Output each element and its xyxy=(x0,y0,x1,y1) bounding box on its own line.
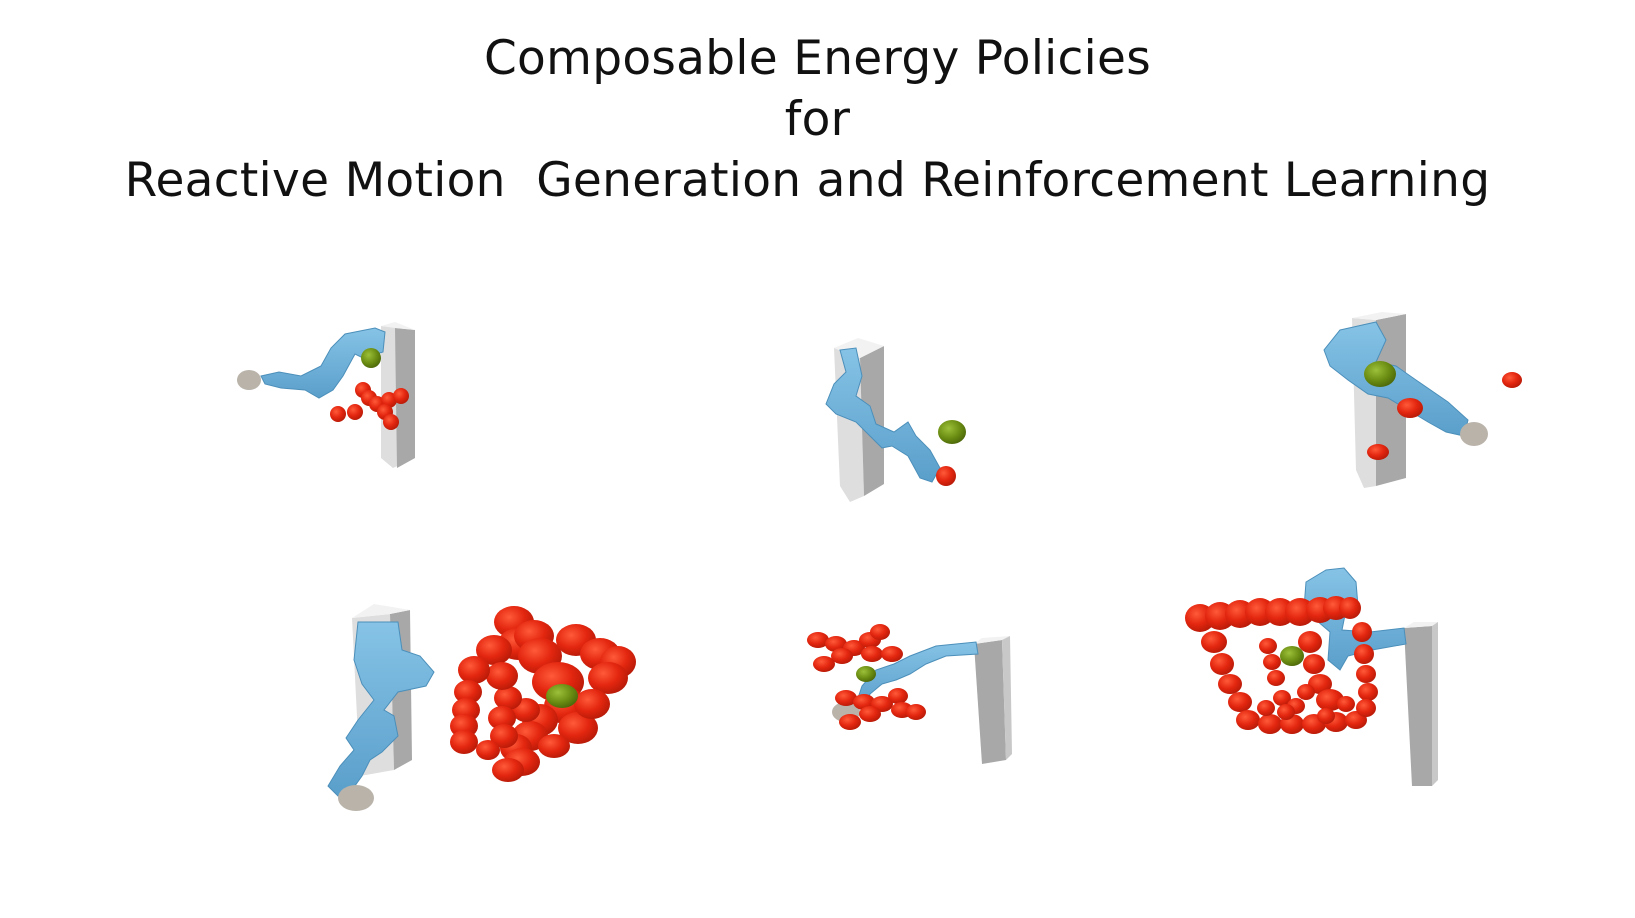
pillar xyxy=(974,636,1012,764)
title-line-1: Composable Energy Policies xyxy=(483,31,1152,86)
scene-panel-1 xyxy=(235,318,445,488)
scene-panel-4 xyxy=(318,600,678,830)
obstacle-spheres xyxy=(1185,596,1378,734)
robot-arm xyxy=(1323,321,1469,437)
goal-sphere xyxy=(361,348,381,368)
obstacle-sphere xyxy=(936,466,956,486)
obstacle-spheres xyxy=(807,624,926,730)
title-block: Composable Energy Policies for Reactive … xyxy=(0,28,1635,211)
title-line-3: Reactive Motion Generation and Reinforce… xyxy=(124,153,1491,208)
robot-arm xyxy=(825,347,941,483)
scene-panel-2 xyxy=(812,336,992,506)
goal-sphere xyxy=(1280,646,1304,666)
title-line-2: for xyxy=(784,92,851,147)
goal-sphere xyxy=(938,420,966,444)
obstacle-spheres xyxy=(330,382,409,430)
obstacle-spheres xyxy=(450,606,636,782)
robot-arm xyxy=(1303,567,1407,671)
end-effector xyxy=(338,785,374,811)
pillar xyxy=(1404,622,1438,786)
goal-sphere xyxy=(546,684,578,708)
goal-sphere xyxy=(856,666,876,682)
obstacle-spheres xyxy=(1367,372,1522,460)
goal-sphere xyxy=(1364,361,1396,387)
scene-panel-3 xyxy=(1296,310,1536,490)
end-effector xyxy=(1460,422,1488,446)
scene-panel-6 xyxy=(1185,560,1476,790)
scene-panel-5 xyxy=(806,624,1026,774)
end-effector xyxy=(237,370,261,390)
robot-arm xyxy=(327,621,435,797)
